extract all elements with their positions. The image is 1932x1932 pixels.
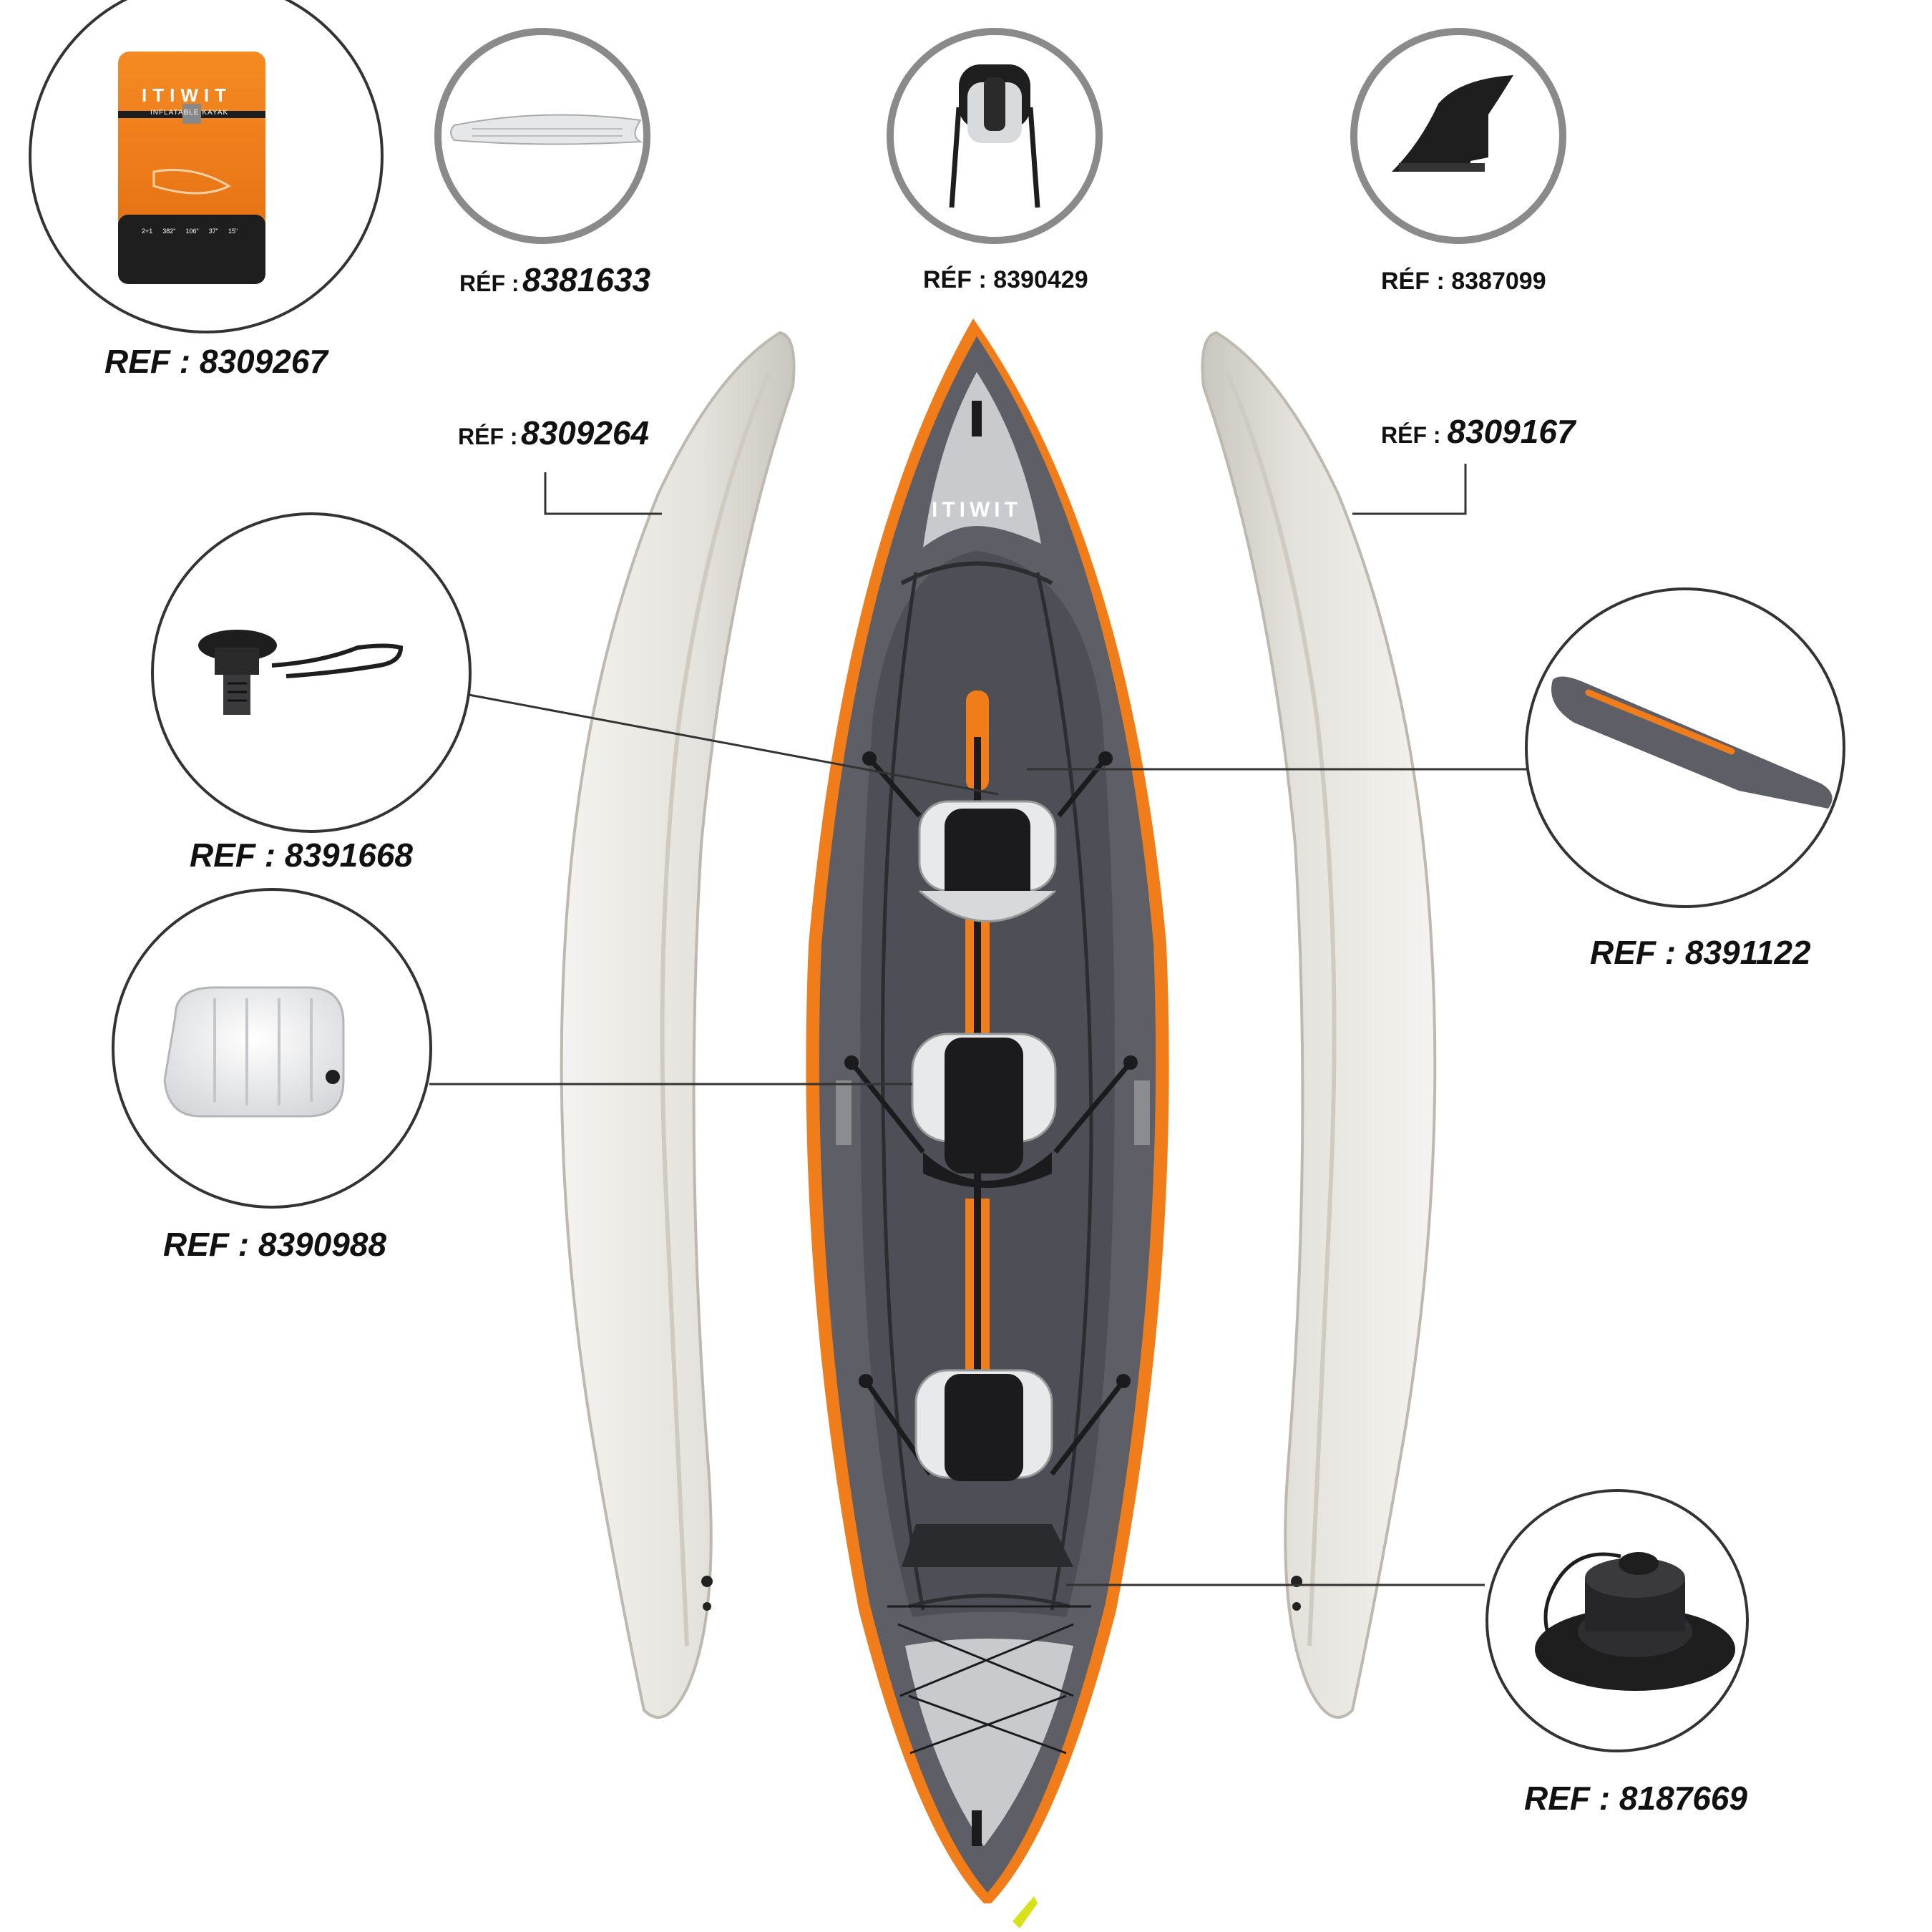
ref-label-carry-bag: REF : 8309267: [104, 345, 328, 378]
leader-left-tube: [544, 472, 662, 515]
ref-prefix: REF :: [1524, 1780, 1611, 1817]
middle-seat: [836, 1033, 1150, 1188]
rear-seat: [859, 1369, 1131, 1567]
left-side-tube: [560, 331, 796, 1719]
right-side-tube: [1201, 331, 1437, 1719]
leader-right-tube: [1352, 464, 1467, 515]
bag-spec: 382": [162, 228, 176, 235]
floor-icon: [450, 114, 643, 145]
ref-prefix: REF :: [104, 343, 191, 380]
bag-spec: 15": [228, 228, 238, 235]
leader-lines: [429, 464, 1531, 1586]
circle-seat-cushion: [112, 888, 432, 1209]
circle-floor: [434, 28, 650, 244]
bag-brand-text: ITIWIT: [142, 84, 232, 106]
ref-number: 8390429: [993, 266, 1088, 293]
ref-label-left-tube: RÉF : 8309264: [458, 416, 649, 449]
ref-prefix: RÉF :: [459, 270, 519, 296]
ref-prefix: RÉF :: [1381, 422, 1441, 448]
cushion-icon: [163, 986, 345, 1118]
ref-prefix: REF :: [1590, 934, 1677, 971]
ref-prefix: RÉF :: [1381, 268, 1445, 295]
valve-icon: [198, 630, 404, 715]
circle-drain-valve: [1485, 1489, 1749, 1752]
circle-inflation-valve: [151, 512, 472, 833]
ref-number: 8187669: [1619, 1780, 1747, 1817]
ref-label-right-tube: RÉF : 8309167: [1381, 415, 1576, 448]
circle-carry-bag: [29, 0, 384, 333]
paddle-tip: [1013, 1896, 1038, 1928]
bow-deck-panel: [923, 372, 1041, 547]
circle-backrest-seat: [887, 28, 1103, 244]
ref-label-floor: RÉF : 8381633: [459, 263, 650, 296]
ref-number: 8381633: [522, 261, 651, 298]
bag-spec: 106": [185, 228, 199, 235]
front-seat: [862, 751, 1113, 922]
ref-number: 8391668: [284, 836, 413, 874]
ref-number: 8391122: [1684, 934, 1811, 971]
drain-valve-icon: [1535, 1552, 1735, 1691]
ref-number: 8309167: [1447, 413, 1576, 450]
ref-number: 8309264: [521, 414, 650, 452]
ref-number: 8387099: [1451, 268, 1546, 295]
bag-spec: 37": [208, 228, 218, 235]
ref-prefix: RÉF :: [923, 266, 987, 293]
ref-label-inflation-valve: REF : 8391668: [190, 839, 413, 872]
stern-deck-panel: [905, 1639, 1073, 1846]
circle-floor-chamber: [1525, 587, 1845, 908]
ref-label-drain-valve: REF : 8187669: [1524, 1782, 1747, 1815]
ref-label-fin: RÉF : 8387099: [1381, 269, 1546, 293]
ref-number: 8390988: [258, 1226, 386, 1263]
ref-number: 8309267: [199, 343, 328, 380]
ref-label-floor-chamber: REF : 8391122: [1590, 936, 1811, 969]
ref-prefix: REF :: [163, 1226, 250, 1263]
leader-valve: [464, 693, 999, 796]
hull-brand-text: ITIWIT: [932, 498, 1022, 522]
ref-label-backrest-seat: RÉF : 8390429: [923, 268, 1088, 292]
bag-specs: 2+1 382" 106" 37" 15": [142, 228, 249, 235]
ref-label-seat-cushion: REF : 8390988: [163, 1228, 386, 1261]
fin-icon: [1392, 75, 1513, 172]
bag-spec: 2+1: [142, 228, 153, 235]
ref-prefix: RÉF :: [458, 424, 518, 449]
bag-subtitle-text: INFLATABLE KAYAK: [150, 109, 229, 117]
circle-fin: [1350, 28, 1566, 244]
ref-prefix: REF :: [190, 836, 276, 874]
seat-icon: [949, 64, 1040, 208]
floor-chamber-icon: [1551, 676, 1833, 809]
